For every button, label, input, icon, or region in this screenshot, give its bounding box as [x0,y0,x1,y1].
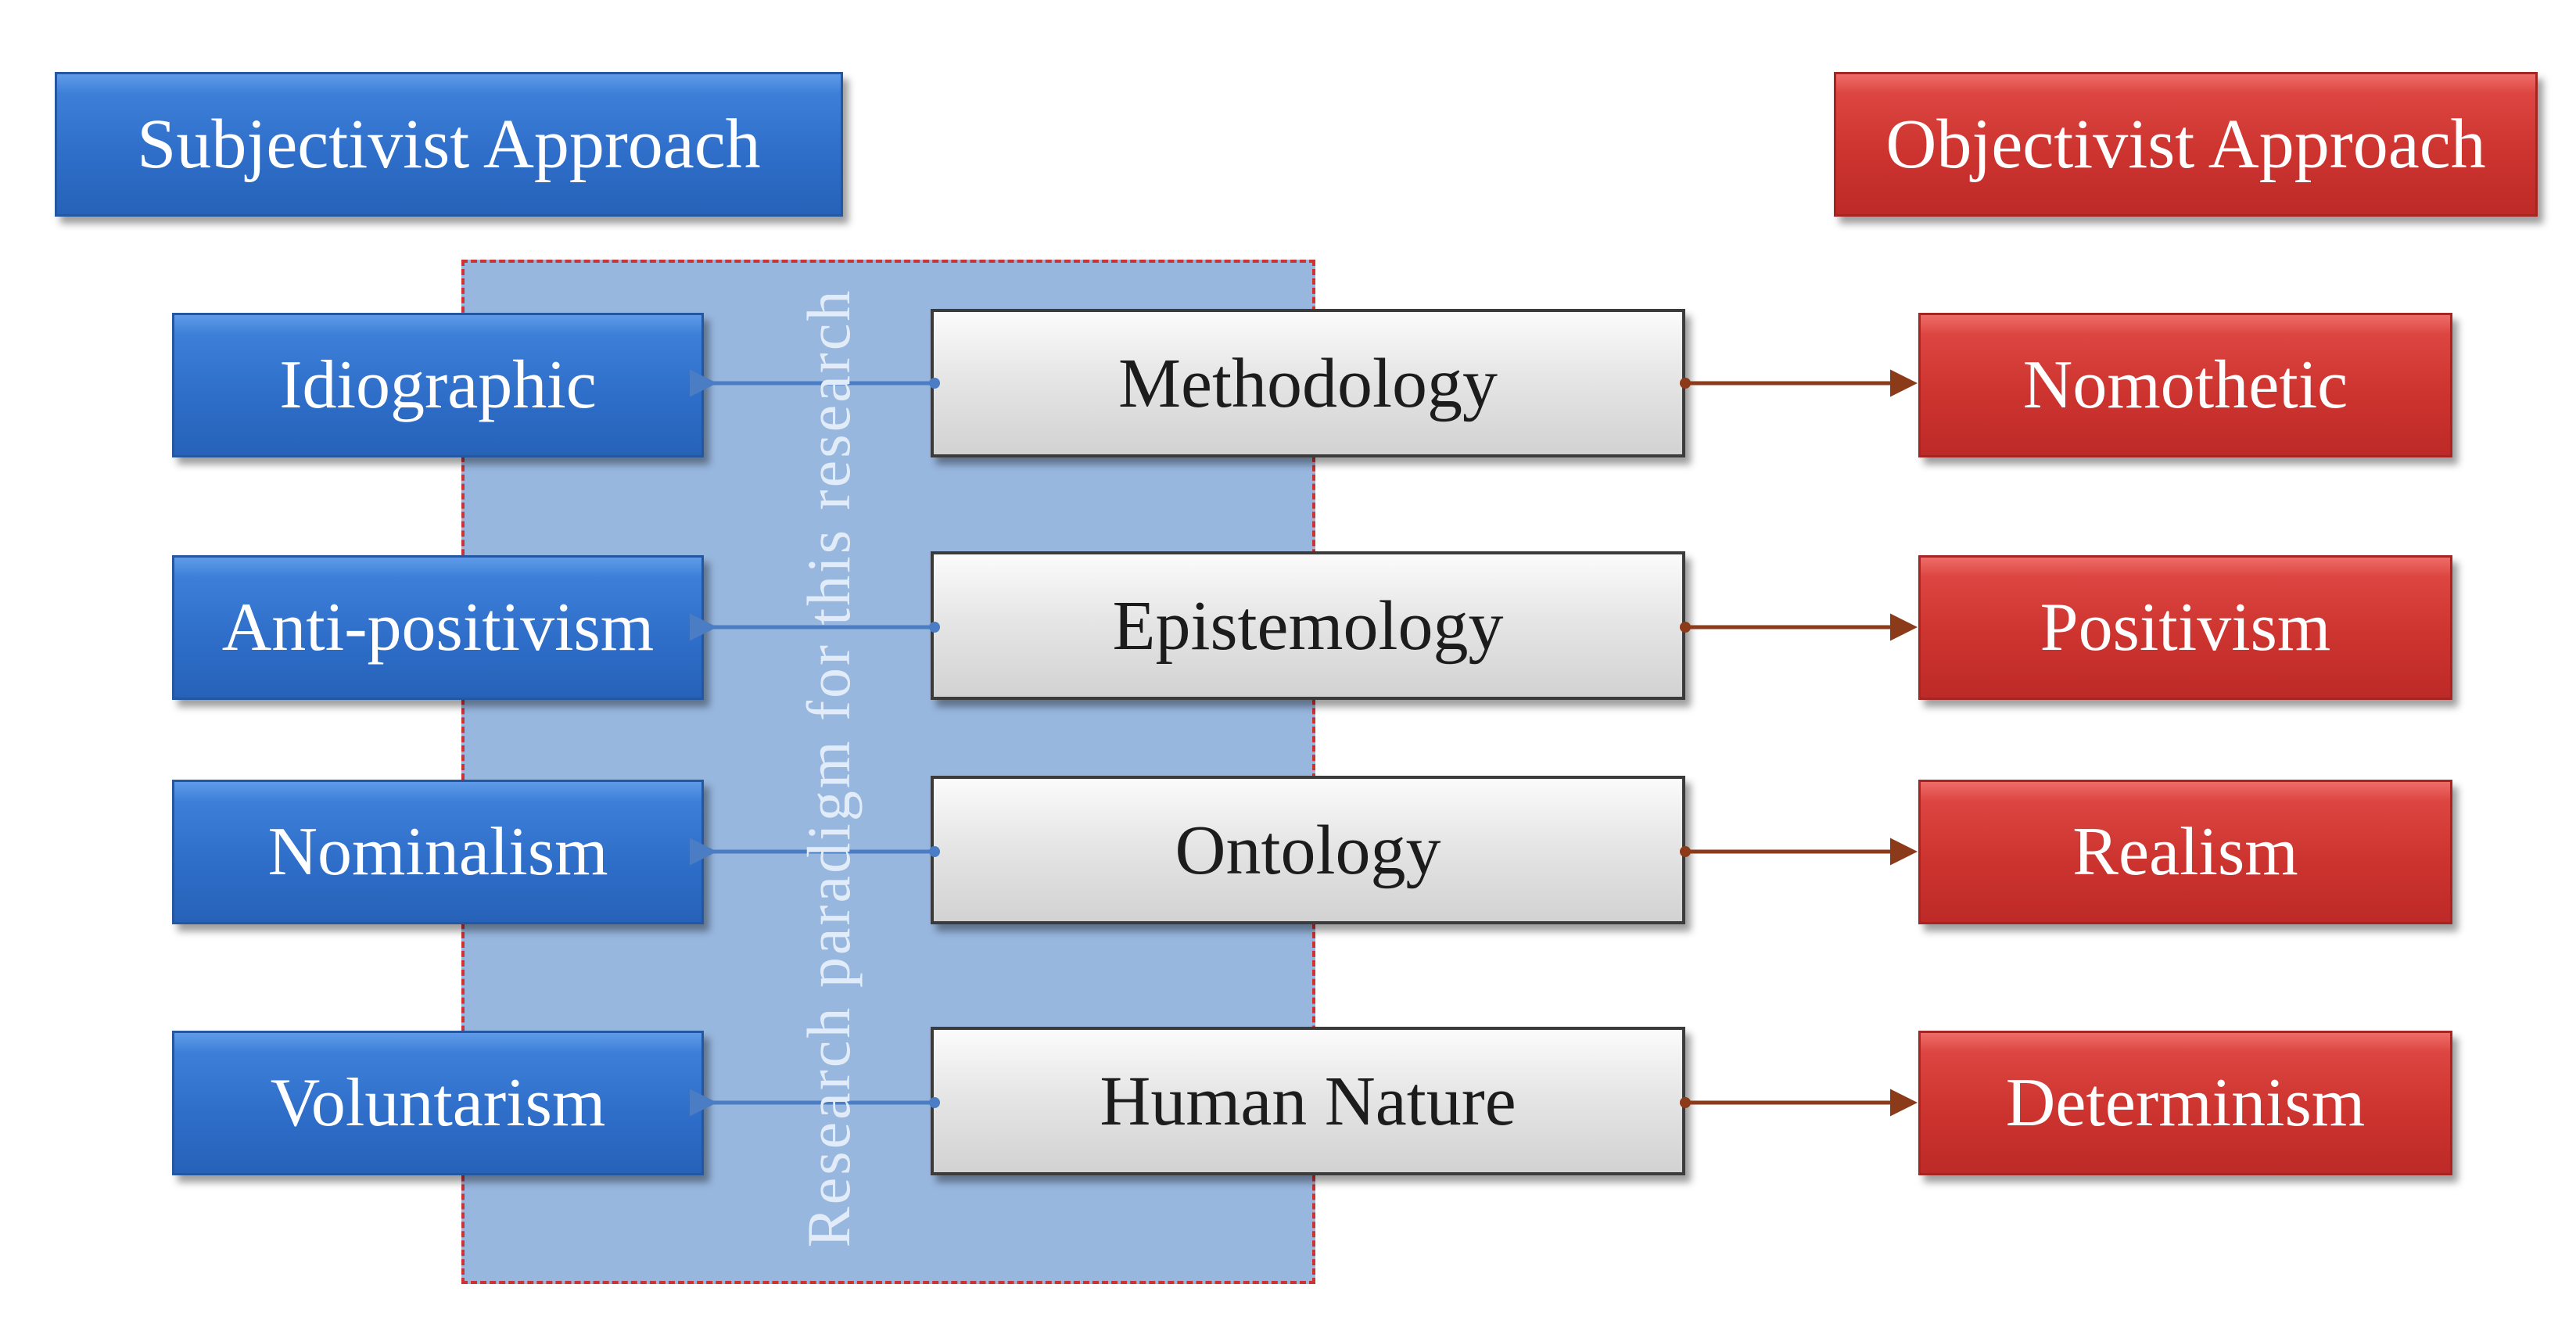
objectivist-box-human-nature: Determinism [1918,1031,2452,1175]
research-paradigm-label: Research paradigm for this research [795,288,863,1248]
subjectivist-box-methodology: Idiographic [172,313,704,457]
subjectivist-approach-header: Subjectivist Approach [55,72,843,217]
center-box-human-nature: Human Nature [931,1027,1685,1175]
objectivist-approach-header: Objectivist Approach [1834,72,2538,217]
subjectivist-box-ontology: Nominalism [172,780,704,924]
subjectivist-box-human-nature: Voluntarism [172,1031,704,1175]
objectivist-box-ontology: Realism [1918,780,2452,924]
subjectivist-box-epistemology: Anti-positivism [172,555,704,700]
objectivist-box-epistemology: Positivism [1918,555,2452,700]
center-box-methodology: Methodology [931,309,1685,457]
objectivist-box-methodology: Nomothetic [1918,313,2452,457]
center-box-epistemology: Epistemology [931,551,1685,700]
